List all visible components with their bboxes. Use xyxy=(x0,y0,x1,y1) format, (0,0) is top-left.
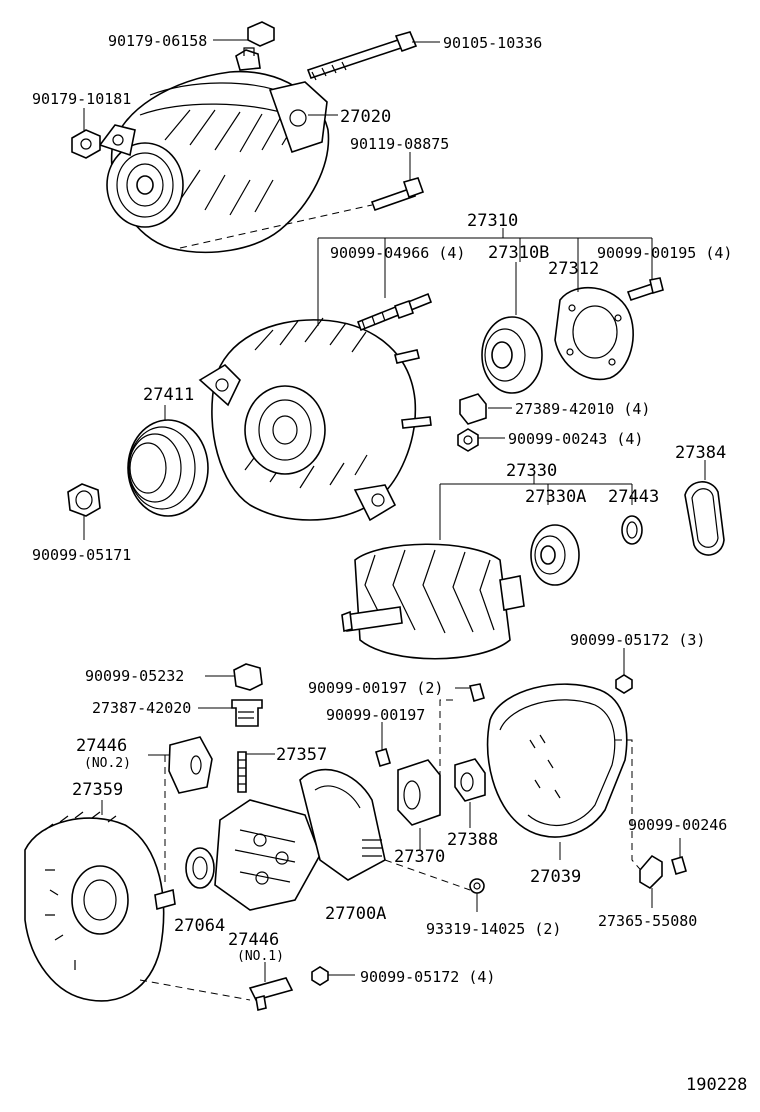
label-27446-no2-sub: (NO.2) xyxy=(84,756,131,771)
label-27446-no2: 27446 xyxy=(76,736,127,756)
label-27039: 27039 xyxy=(530,867,581,887)
label-90179-10181: 90179-10181 xyxy=(32,90,131,108)
label-90179-06158: 90179-06158 xyxy=(108,32,207,50)
nut-00243-drawing xyxy=(457,428,505,452)
label-90099-00197-2: 90099-00197 (2) xyxy=(308,679,443,697)
alternator-body-drawing xyxy=(198,317,432,522)
label-90119-08875: 90119-08875 xyxy=(350,135,449,153)
label-27312: 27312 xyxy=(548,259,599,279)
label-27370: 27370 xyxy=(394,847,445,867)
label-27357: 27357 xyxy=(276,745,327,765)
label-27310b: 27310B xyxy=(488,243,549,263)
regulator-drawing xyxy=(397,699,455,850)
pulley-drawing xyxy=(127,405,209,517)
top-fasteners xyxy=(71,21,425,249)
stud-27357-drawing xyxy=(237,751,275,793)
label-93319-14025: 93319-14025 (2) xyxy=(426,920,561,938)
group-bracket-27310 xyxy=(317,228,653,326)
label-27411: 27411 xyxy=(143,385,194,405)
figure-number: 190228 xyxy=(686,1075,747,1095)
label-90105-10336: 90105-10336 xyxy=(443,34,542,52)
part-labels: 90179-06158 90105-10336 90179-10181 2702… xyxy=(32,32,747,1095)
brush-holder-drawing xyxy=(299,768,471,891)
label-27389-42010: 27389-42010 (4) xyxy=(515,400,650,418)
group-bracket-27330 xyxy=(439,474,633,540)
label-90099-04966: 90099-04966 (4) xyxy=(330,244,465,262)
top-leader-lines xyxy=(83,39,440,180)
label-27365-55080: 27365-55080 xyxy=(598,912,697,930)
bearing-27330a-drawing xyxy=(530,524,580,586)
label-27388: 27388 xyxy=(447,830,498,850)
nut-05172-3-drawing xyxy=(615,648,633,694)
label-27330: 27330 xyxy=(506,461,557,481)
label-27064: 27064 xyxy=(174,916,225,936)
bolt-00197-drawing xyxy=(375,722,391,767)
bearing-27310b-drawing xyxy=(481,262,543,394)
label-27020: 27020 xyxy=(340,107,391,127)
stud-bolt-drawing xyxy=(356,262,433,332)
label-90099-05232: 90099-05232 xyxy=(85,667,184,685)
pulley-nut-drawing xyxy=(67,483,101,540)
plate-27446-no2-drawing xyxy=(148,736,213,885)
plate-27446-no1-drawing xyxy=(139,962,294,1011)
drive-end-frame-drawing xyxy=(24,800,176,1002)
label-90099-05172-3: 90099-05172 (3) xyxy=(570,631,705,649)
rear-cover-drawing xyxy=(486,683,628,860)
cover-27384-drawing xyxy=(684,460,725,556)
label-90099-00246: 90099-00246 xyxy=(628,816,727,834)
label-27446-no1-sub: (NO.1) xyxy=(237,949,284,964)
label-90099-00197: 90099-00197 xyxy=(326,706,425,724)
label-90099-00243: 90099-00243 (4) xyxy=(508,430,643,448)
label-27384: 27384 xyxy=(675,443,726,463)
label-90099-05171: 90099-05171 xyxy=(32,546,131,564)
label-27446-no1: 27446 xyxy=(228,930,279,950)
label-90099-05172-4: 90099-05172 (4) xyxy=(360,968,495,986)
label-27330a: 27330A xyxy=(525,487,586,507)
screw-00195-drawing xyxy=(626,262,664,302)
label-27359: 27359 xyxy=(72,780,123,800)
rotor-drawing xyxy=(341,543,525,660)
retainer-plate-drawing xyxy=(554,258,634,381)
terminal-insulator-drawing xyxy=(639,854,663,908)
alternator-assembly-drawing xyxy=(98,47,330,254)
label-27700a: 27700A xyxy=(325,904,386,924)
insulator-drawing xyxy=(459,393,512,425)
washer-27064-drawing xyxy=(185,847,215,889)
terminal-27387-drawing xyxy=(198,699,263,727)
label-27387-42020: 27387-42020 xyxy=(92,699,191,717)
bolt-00197-2-drawing xyxy=(455,683,485,703)
ring-27443-drawing xyxy=(621,515,643,545)
nut-05232-drawing xyxy=(205,663,263,691)
bolt-00246-drawing xyxy=(615,739,687,876)
screw-93319-drawing xyxy=(469,878,485,912)
nut-05172-4-drawing xyxy=(311,966,355,986)
label-27443: 27443 xyxy=(608,487,659,507)
label-90099-00195: 90099-00195 (4) xyxy=(597,244,732,262)
rectifier-drawing xyxy=(214,799,321,911)
insulator-27388-drawing xyxy=(454,758,486,828)
label-27310: 27310 xyxy=(467,211,518,231)
